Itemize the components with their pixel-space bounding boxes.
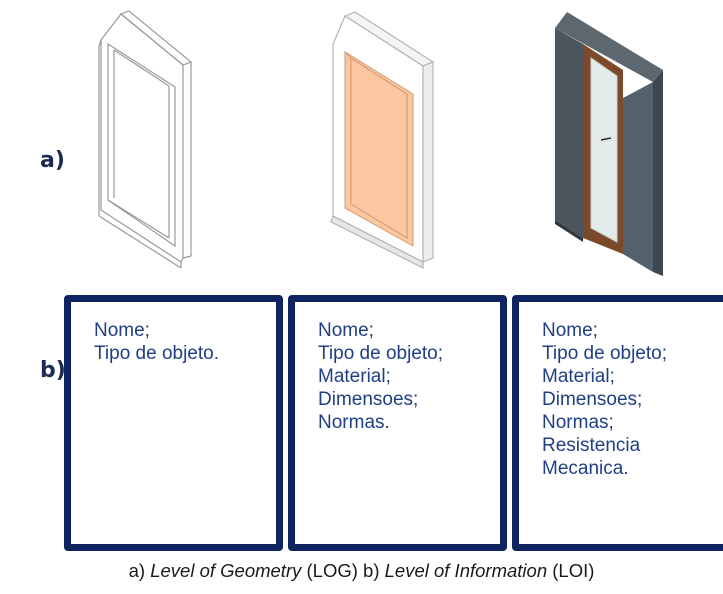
info-line: Normas;: [542, 412, 614, 433]
info-line: Material;: [318, 366, 391, 387]
caption-part2-suffix: (LOI): [547, 560, 595, 581]
caption-part1-suffix: (LOG) b): [301, 560, 385, 581]
info-line: Dimensoes;: [542, 389, 643, 410]
wireframe-door: [98, 10, 193, 269]
info-line: Tipo de objeto;: [318, 343, 443, 364]
info-line: Tipo de objeto;: [542, 343, 667, 364]
info-box-2: Nome; Tipo de objeto; Material; Dimensoe…: [288, 295, 507, 551]
info-box-1: Nome; Tipo de objeto.: [64, 295, 283, 551]
info-lines: Nome; Tipo de objeto.: [71, 302, 276, 365]
row-label-a: a): [40, 148, 65, 173]
info-box-3: Nome; Tipo de objeto; Material; Dimensoe…: [512, 295, 723, 551]
caption-part2-italic: Level of Information: [384, 560, 548, 581]
row-label-b: b): [40, 358, 66, 383]
rendered-door: [555, 12, 663, 276]
info-line: Mecanica.: [542, 458, 629, 479]
info-line: Resistencia: [542, 435, 641, 456]
info-lines: Nome; Tipo de objeto; Material; Dimensoe…: [295, 302, 500, 434]
info-line: Normas.: [318, 412, 390, 433]
info-line: Nome;: [542, 320, 598, 341]
figure-caption: a) Level of Geometry (LOG) b) Level of I…: [0, 560, 723, 582]
info-line: Tipo de objeto.: [94, 343, 219, 364]
info-line: Nome;: [318, 320, 374, 341]
info-line: Material;: [542, 366, 615, 387]
shaded-door: [330, 11, 435, 269]
info-line: Nome;: [94, 320, 150, 341]
caption-part1-italic: Level of Geometry: [150, 560, 302, 581]
info-line: Dimensoes;: [318, 389, 419, 410]
caption-part1-prefix: a): [128, 560, 151, 581]
info-lines: Nome; Tipo de objeto; Material; Dimensoe…: [519, 302, 723, 480]
